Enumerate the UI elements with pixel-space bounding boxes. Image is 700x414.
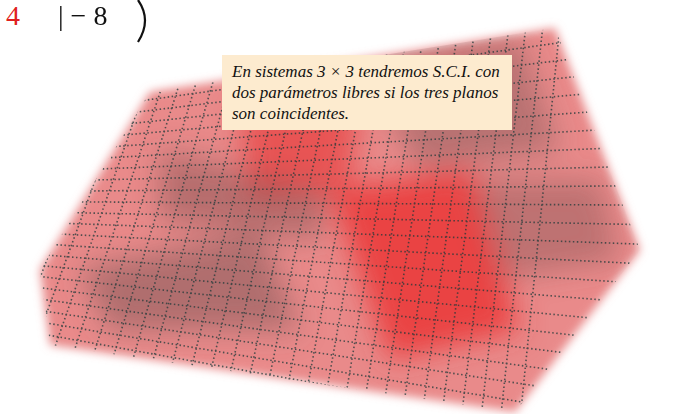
grid-line: [0, 251, 678, 306]
grid-line: [516, 0, 564, 414]
grid-line: [0, 271, 676, 346]
grid-line: [0, 291, 673, 386]
grid-line: [26, 185, 685, 191]
grid-line: [0, 261, 677, 326]
grid-line: [30, 165, 685, 182]
note-box: En sistemas 3 × 3 tendremos S.C.I. con d…: [222, 55, 512, 130]
grid-line: [22, 202, 684, 206]
grid-line: [0, 281, 675, 366]
grid-line: [35, 145, 687, 172]
note-text: En sistemas 3 × 3 tendremos S.C.I. con d…: [232, 61, 502, 124]
grid-line: [69, 62, 170, 366]
grid-line: [0, 321, 670, 414]
grid-line: [5, 241, 680, 286]
matrix-parenthesis: [138, 0, 145, 42]
grid-line: [18, 212, 683, 226]
grid-line: [0, 311, 671, 414]
matrix-entry: | − 8: [58, 2, 107, 30]
grid-line: [30, 68, 136, 357]
grid-line: [0, 301, 672, 407]
matrix-entry: 4: [6, 2, 20, 30]
grid-line: [13, 221, 681, 245]
grid-line: [39, 125, 688, 162]
